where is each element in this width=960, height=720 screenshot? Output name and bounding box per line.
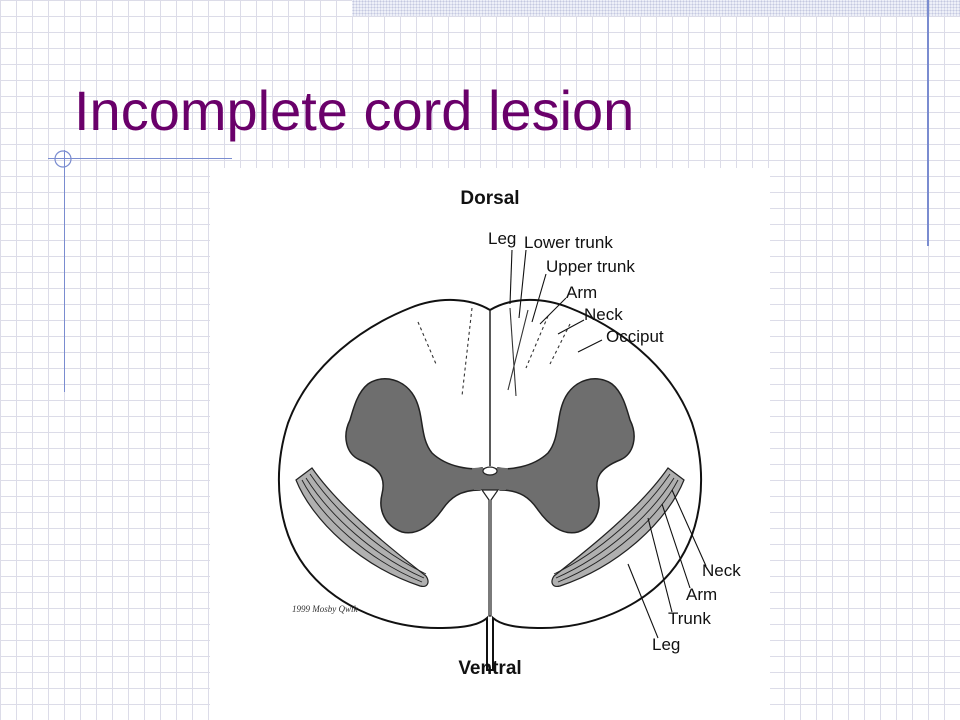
top-decorative-band	[352, 0, 960, 16]
artist-signature: 1999 Mosby Qwik	[292, 604, 358, 614]
gray-matter-right	[497, 378, 635, 534]
dorsal-column-label-leg: Leg	[488, 229, 516, 248]
right-accent-line	[927, 0, 929, 246]
lateral-tract-label-arm: Arm	[686, 585, 717, 604]
crosshair-ornament	[54, 150, 72, 168]
lateral-tract-label-leg: Leg	[652, 635, 680, 654]
slide-title: Incomplete cord lesion	[74, 79, 635, 142]
lateral-tract-label-trunk: Trunk	[668, 609, 711, 628]
dorsal-leader-lines	[509, 249, 603, 353]
lateral-tract-label-neck: Neck	[702, 561, 741, 580]
dorsal-column-label-arm: Arm	[566, 283, 597, 302]
dorsal-column-label-neck: Neck	[584, 305, 623, 324]
dorsal-column-label-lower-trunk: Lower trunk	[524, 233, 613, 252]
left-accent-line	[64, 150, 65, 392]
anterior-median-fissure	[480, 489, 500, 617]
central-canal	[482, 466, 498, 476]
dorsal-column-label-upper-trunk: Upper trunk	[546, 257, 635, 276]
dorsal-label: Dorsal	[460, 188, 519, 209]
lateral-tract-right	[551, 467, 685, 587]
dorsal-column-label-occiput: Occiput	[606, 327, 664, 346]
lateral-tract-left	[295, 467, 429, 587]
spinal-cord-diagram: Dorsal Ventral Leg Lower trunk Upper tru…	[277, 188, 741, 679]
lateral-leader-lines	[627, 489, 707, 639]
gray-commissure	[472, 468, 508, 490]
ventral-label: Ventral	[458, 658, 521, 679]
gray-matter-left	[345, 378, 483, 534]
title-underline	[48, 158, 232, 159]
spinal-cord-figure: Dorsal Ventral Leg Lower trunk Upper tru…	[210, 168, 770, 720]
dorsal-column-divisions	[417, 307, 571, 397]
